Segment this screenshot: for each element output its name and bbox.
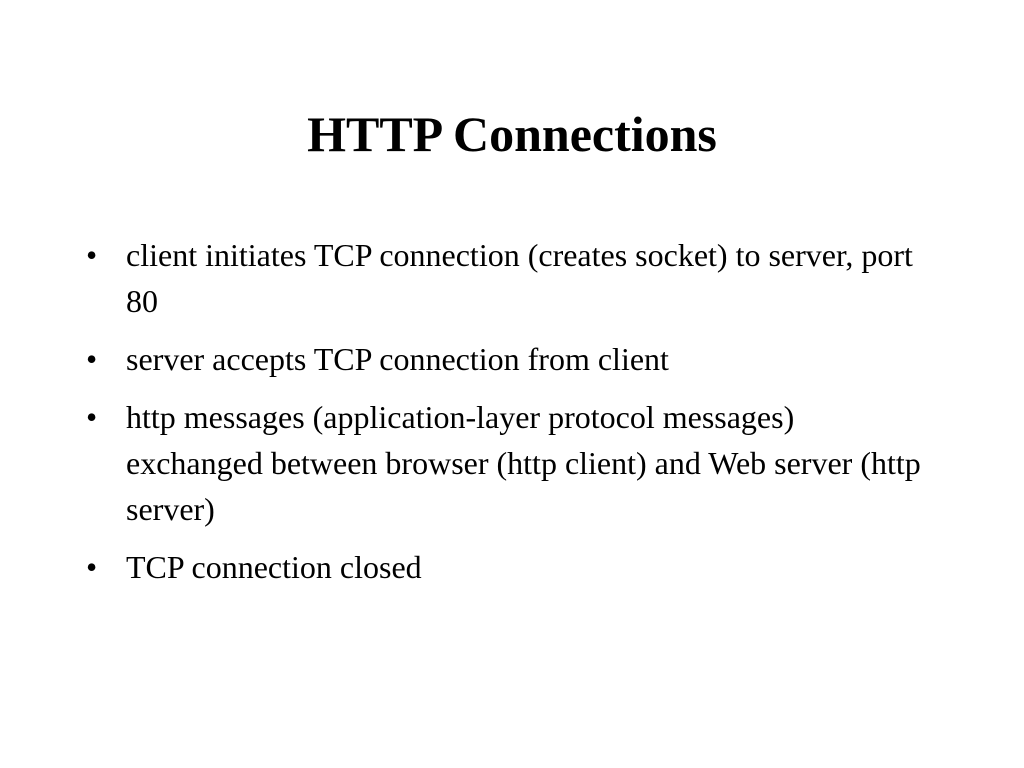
bullet-list: • client initiates TCP connection (creat… <box>86 232 936 602</box>
bullet-text: http messages (application-layer protoco… <box>126 399 921 527</box>
bullet-marker: • <box>86 237 98 273</box>
bullet-text: client initiates TCP connection (creates… <box>126 237 913 319</box>
bullet-item: • http messages (application-layer proto… <box>86 394 936 532</box>
bullet-item: • server accepts TCP connection from cli… <box>86 336 936 382</box>
bullet-marker: • <box>86 399 98 435</box>
bullet-text: TCP connection closed <box>126 549 422 585</box>
bullet-item: • client initiates TCP connection (creat… <box>86 232 936 324</box>
bullet-marker: • <box>86 341 98 377</box>
slide-title: HTTP Connections <box>307 106 717 162</box>
bullet-text: server accepts TCP connection from clien… <box>126 341 669 377</box>
bullet-marker: • <box>86 549 98 585</box>
bullet-item: • TCP connection closed <box>86 544 936 590</box>
